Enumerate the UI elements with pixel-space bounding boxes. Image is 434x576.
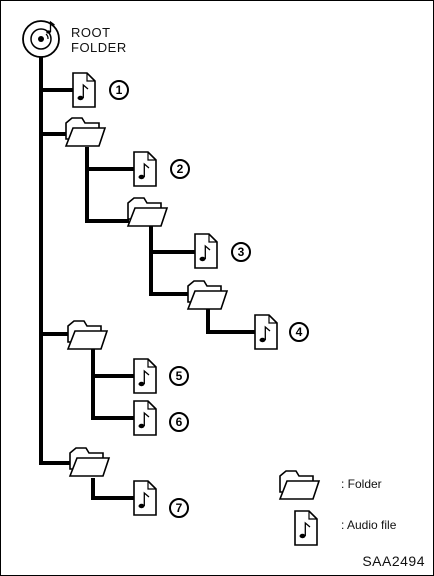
legend-audio-label: : Audio file [341, 518, 397, 532]
folder-icon [67, 320, 108, 350]
folder-icon [65, 117, 106, 147]
folder-icon [69, 447, 110, 477]
tree-lines [39, 57, 257, 500]
legend-audio-icon [294, 510, 318, 546]
file-number-7: 7 [176, 501, 183, 515]
file-number-4: 4 [296, 325, 303, 339]
legend-folder-icon [279, 470, 320, 500]
audio-file-icon [133, 358, 157, 394]
audio-file-icon [72, 72, 96, 108]
folder-icon [187, 280, 228, 310]
file-number-5: 5 [176, 369, 183, 383]
file-number-markers [109, 80, 309, 518]
legend-folder-label: : Folder [341, 477, 382, 491]
figure-code: SAA2494 [362, 553, 425, 569]
folder-icon [127, 197, 168, 227]
file-number-3: 3 [238, 245, 245, 259]
file-number-6: 6 [176, 415, 183, 429]
audio-file-icon [133, 400, 157, 436]
file-number-2: 2 [177, 162, 184, 176]
root-label-line2: FOLDER [71, 40, 127, 55]
audio-file-icon [254, 314, 278, 350]
root-folder-label: ROOT FOLDER [71, 25, 127, 55]
root-label-line1: ROOT [71, 25, 111, 40]
root-disc-icon [22, 20, 60, 58]
audio-file-icon [133, 480, 157, 516]
file-number-1: 1 [116, 83, 123, 97]
audio-file-icon [194, 233, 218, 269]
audio-file-icon [133, 151, 157, 187]
